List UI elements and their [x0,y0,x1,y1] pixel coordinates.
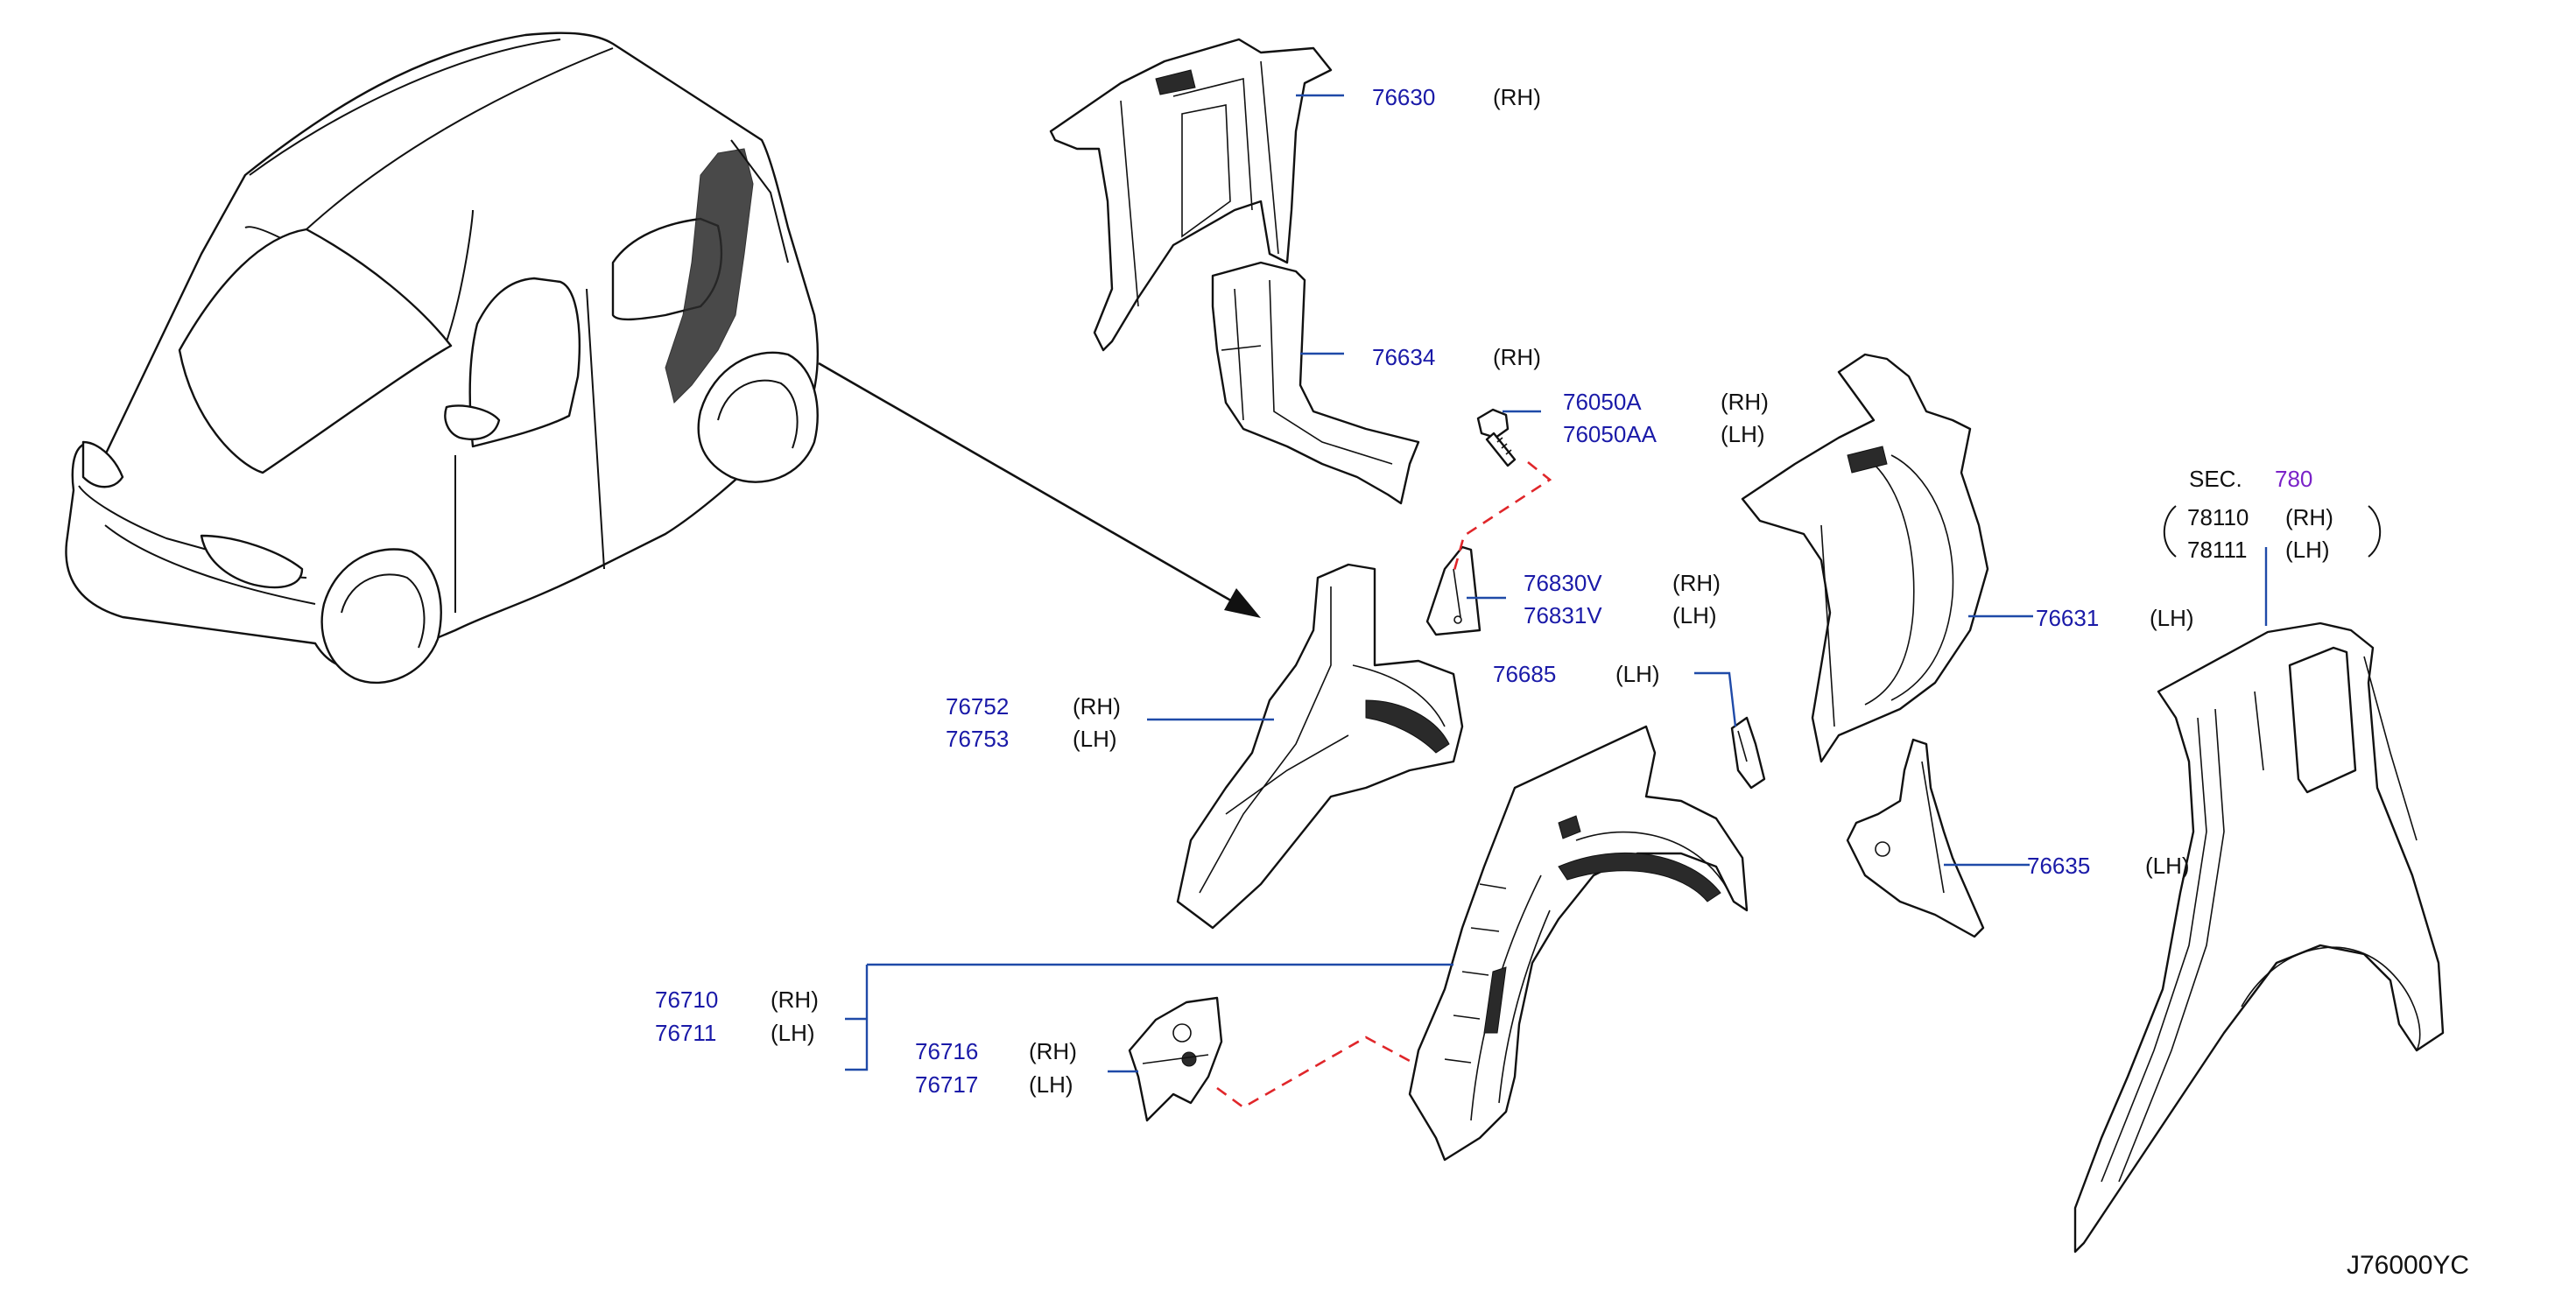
vehicle-illustration [65,32,819,685]
part-number-78110: 78110 [2187,504,2249,530]
part-76830-drawing [1425,545,1482,636]
part-number-76831v: 76831V [1524,602,1602,628]
side-76685: (LH) [1615,661,1660,687]
side-78111: (LH) [2285,537,2330,563]
part-number-76630: 76630 [1372,84,1435,110]
section-number: 780 [2275,466,2312,492]
side-76831v: (LH) [1672,602,1717,628]
side-76752: (RH) [1073,693,1121,720]
part-76716-drawing [1128,996,1223,1122]
leader-76710 [845,963,1453,1071]
part-76710-drawing [1408,725,1749,1162]
part-number-76710: 76710 [655,987,718,1013]
part-number-76711: 76711 [655,1020,716,1046]
fastener-dash-lines [1216,460,1552,1109]
side-76716: (RH) [1029,1038,1077,1064]
side-76050a: (RH) [1721,389,1769,415]
sec-bracket [2163,505,2382,558]
part-number-76050a: 76050A [1563,389,1642,415]
part-76050-bolt [1476,408,1517,467]
part-76685-drawing [1730,716,1766,790]
part-number-76631: 76631 [2036,605,2099,631]
leader-lines [845,94,2268,1073]
side-78110: (RH) [2285,504,2333,530]
diagram-code: J76000YC [2347,1251,2469,1280]
leader-76685 [1694,671,1737,727]
part-number-76753: 76753 [946,726,1009,752]
part-76631-drawing [1741,353,1989,763]
part-number-76685: 76685 [1493,661,1556,687]
part-76635-drawing [1846,738,1985,938]
callout-labels: 76630 (RH) 76634 (RH) 76050A (RH) 76050A… [655,84,2469,1280]
side-76630: (RH) [1493,84,1541,110]
part-number-76717: 76717 [915,1071,978,1098]
part-78110-drawing [2073,621,2445,1253]
side-76753: (LH) [1073,726,1117,752]
section-prefix: SEC. [2189,466,2242,492]
part-76752-drawing [1176,563,1464,930]
side-76050aa: (LH) [1721,421,1765,447]
side-76711: (LH) [771,1020,815,1046]
part-76630-drawing [1049,38,1333,352]
side-76830v: (RH) [1672,570,1721,596]
side-76634: (RH) [1493,344,1541,370]
side-76631: (LH) [2150,605,2194,631]
part-number-78111: 78111 [2187,537,2247,563]
side-76710: (RH) [771,987,819,1013]
part-number-76634: 76634 [1372,344,1435,370]
part-number-76716: 76716 [915,1038,978,1064]
pointer-arrow [818,362,1261,618]
part-number-76050aa: 76050AA [1563,421,1658,447]
part-number-76752: 76752 [946,693,1009,720]
part-number-76635: 76635 [2027,853,2090,879]
side-76635: (LH) [2145,853,2190,879]
part-number-76830v: 76830V [1524,570,1602,596]
side-76717: (LH) [1029,1071,1073,1098]
part-76634-drawing [1211,261,1420,505]
